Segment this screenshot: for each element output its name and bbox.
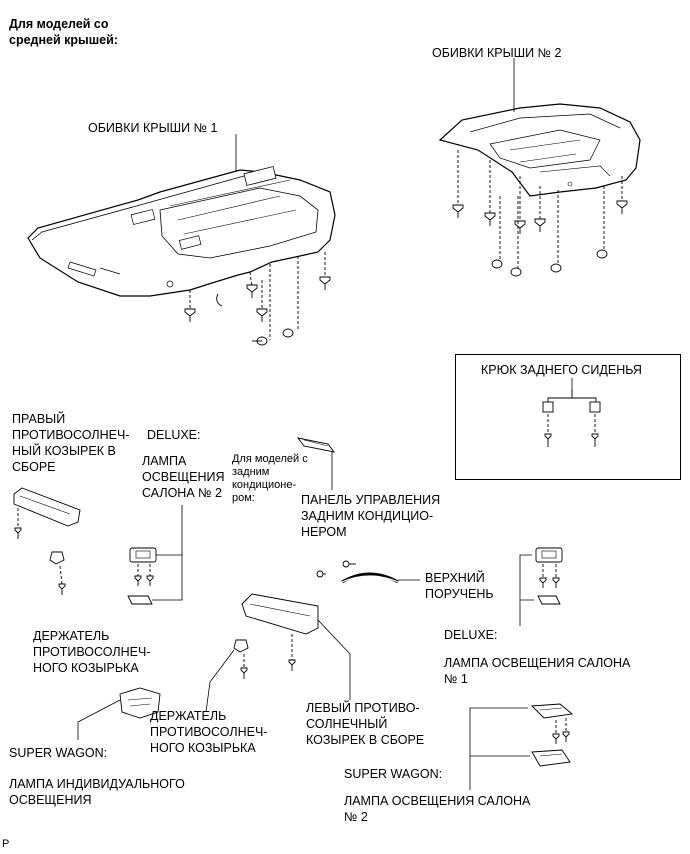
roof-lining-1-clips [184, 252, 331, 346]
assist-grip-part [316, 560, 420, 584]
label-super-wagon-2: SUPER WAGON: [344, 767, 443, 781]
label-left-visor: ЛЕВЫЙ ПРОТИВО- СОЛНЕЧНЫЙ КОЗЫРЕК В СБОРЕ [306, 701, 425, 747]
label-personal-lamp: ЛАМПА ИНДИВИДУАЛЬНОГО ОСВЕЩЕНИЯ [9, 777, 185, 807]
roof-lining-2-clips [452, 150, 628, 277]
room-lamp-1-part [519, 547, 563, 626]
personal-lamp-part [77, 687, 161, 740]
label-room-lamp-2-left: ЛАМПА ОСВЕЩЕНИЯ САЛОНА № 2 [142, 454, 225, 500]
left-sun-visor-part [241, 593, 351, 700]
label-room-lamp-1: ЛАМПА ОСВЕЩЕНИЯ САЛОНА № 1 [444, 656, 631, 686]
visor-holder-1-part [49, 551, 66, 595]
label-room-lamp-2-right: ЛАМПА ОСВЕЩЕНИЯ САЛОНА № 2 [344, 794, 531, 824]
right-sun-visor-part [13, 487, 81, 539]
room-lamp-2-right-part [469, 703, 574, 790]
label-rear-ac-panel: ПАНЕЛЬ УПРАВЛЕНИЯ ЗАДНИМ КОНДИЦИО- НЕРОМ [301, 493, 441, 539]
label-visor-holder-2: ДЕРЖАТЕЛЬ ПРОТИВОСОЛНЕЧ- НОГО КОЗЫРЬКА [150, 709, 268, 755]
label-roof-lining-2: ОБИВКИ КРЫШИ № 2 [432, 46, 562, 60]
label-deluxe-1: DELUXE: [147, 428, 201, 442]
label-super-wagon-1: SUPER WAGON: [9, 746, 108, 760]
room-lamp-2-left-part [127, 547, 183, 605]
label-rear-seat-hook: КРЮК ЗАДНЕГО СИДЕНЬЯ [481, 363, 642, 377]
rear-seat-hook-box [455, 354, 681, 480]
roof-lining-1-part [27, 166, 336, 297]
rear-ac-panel-part [296, 437, 336, 490]
roof-lining-2-part [438, 103, 641, 197]
label-visor-holder-1: ДЕРЖАТЕЛЬ ПРОТИВОСОЛНЕЧ- НОГО КОЗЫРЬКА [33, 629, 151, 675]
visor-holder-2-part [205, 639, 249, 713]
label-assist-grip: ВЕРХНИЙ ПОРУЧЕНЬ [425, 571, 494, 601]
medium-roof-note: Для моделей со средней крышей: [9, 17, 118, 47]
corner-mark: P [2, 838, 10, 850]
label-rear-ac-note: Для моделей с задним кондиционе- ром: [232, 453, 308, 504]
label-deluxe-2: DELUXE: [444, 628, 498, 642]
rear-seat-hook-part [542, 390, 601, 447]
label-right-visor: ПРАВЫЙ ПРОТИВОСОЛНЕЧ- НЫЙ КОЗЫРЕК В СБОР… [12, 412, 130, 474]
label-roof-lining-1: ОБИВКИ КРЫШИ № 1 [88, 121, 218, 135]
